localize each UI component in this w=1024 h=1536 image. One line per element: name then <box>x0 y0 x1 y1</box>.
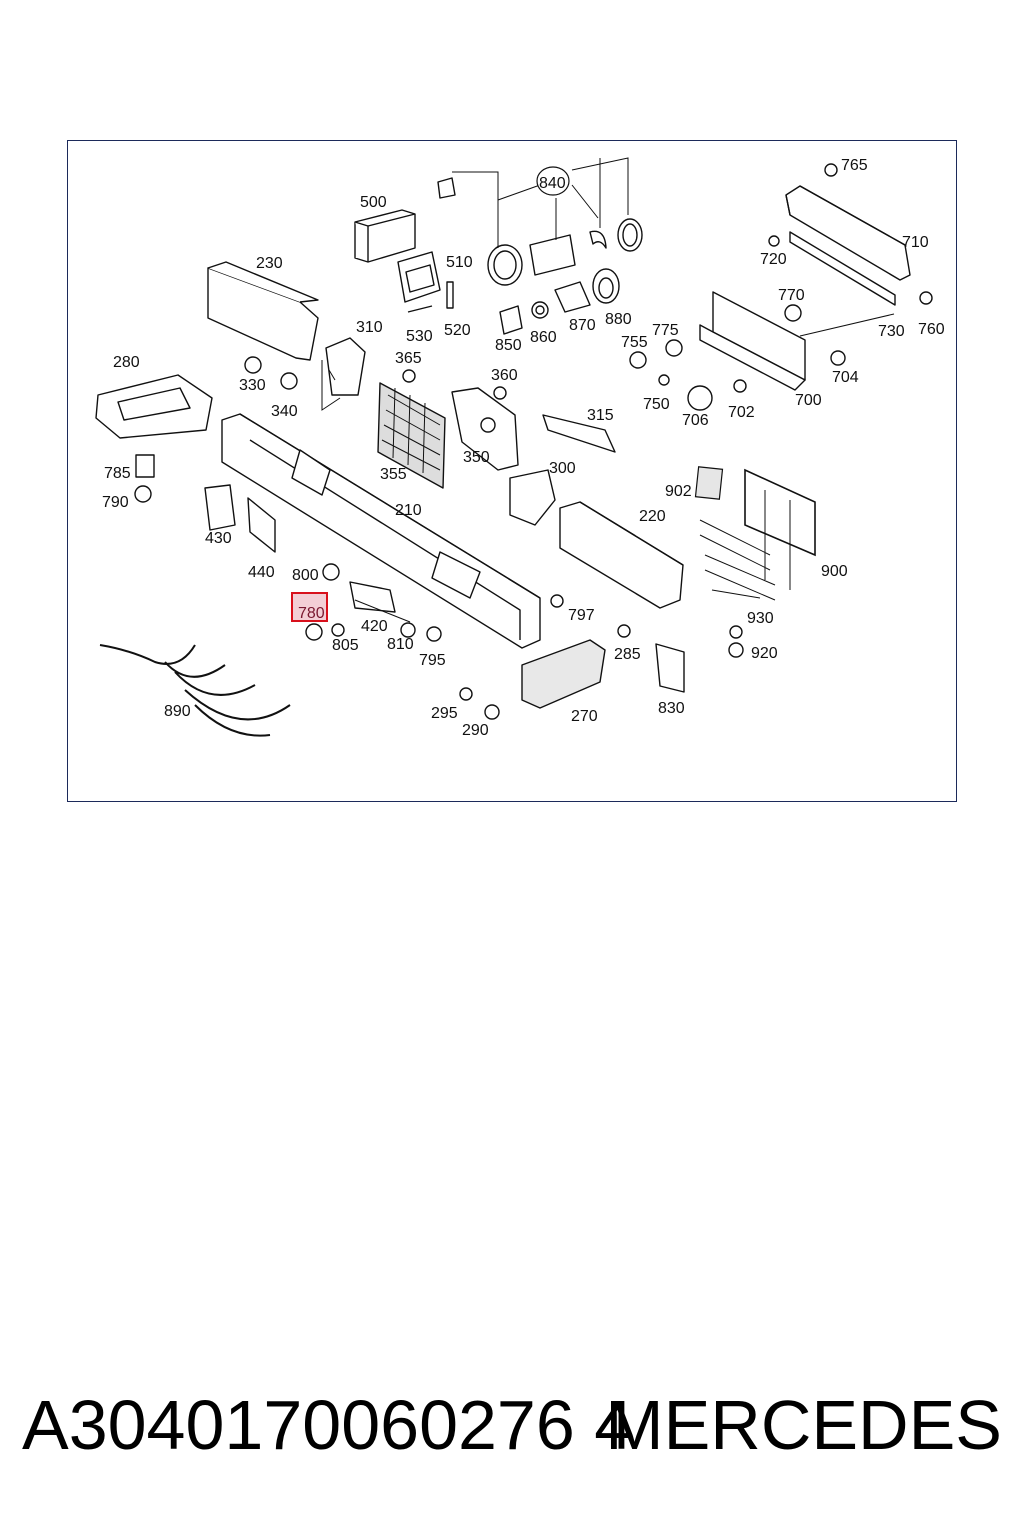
callout-340: 340 <box>271 403 298 420</box>
part-220-duct <box>559 501 684 609</box>
callout-800: 800 <box>292 567 319 584</box>
callout-labels: 765 840 500 710 720 230 510 880 870 860 … <box>102 157 945 739</box>
part-355-grille <box>377 382 446 489</box>
callout-285: 285 <box>614 646 641 663</box>
highlight-box-780[interactable] <box>291 592 328 622</box>
callout-785: 785 <box>104 465 131 482</box>
callout-797: 797 <box>568 607 595 624</box>
brand-name: MERCEDES <box>605 1386 1002 1464</box>
part-210-beam <box>221 413 541 649</box>
callout-360: 360 <box>491 367 518 384</box>
part-270-endcap <box>521 639 606 709</box>
callout-790: 790 <box>102 494 129 511</box>
callout-355: 355 <box>380 466 407 483</box>
callout-710: 710 <box>902 234 929 251</box>
callout-704: 704 <box>832 369 859 386</box>
callout-310: 310 <box>356 319 383 336</box>
part-440-bracket <box>247 497 276 553</box>
callout-365: 365 <box>395 350 422 367</box>
part-310-cover <box>325 337 366 396</box>
part-730-strip <box>789 231 896 306</box>
callout-290: 290 <box>462 722 489 739</box>
callout-750: 750 <box>643 396 670 413</box>
part-902-label <box>694 466 724 500</box>
part-315-strip <box>542 414 616 453</box>
callout-860: 860 <box>530 329 557 346</box>
callout-805: 805 <box>332 637 359 654</box>
part-710-trim <box>785 185 911 281</box>
callout-350: 350 <box>463 449 490 466</box>
fasteners <box>134 163 933 720</box>
callout-440: 440 <box>248 564 275 581</box>
callout-880: 880 <box>605 311 632 328</box>
callout-930: 930 <box>747 610 774 627</box>
callout-900: 900 <box>821 563 848 580</box>
callout-210: 210 <box>395 502 422 519</box>
callout-830: 830 <box>658 700 685 717</box>
callout-700: 700 <box>795 392 822 409</box>
callout-920: 920 <box>751 645 778 662</box>
part-870-880-connectors <box>499 268 620 335</box>
callout-510: 510 <box>446 254 473 271</box>
callout-810: 810 <box>387 636 414 653</box>
part-890-harness <box>99 644 291 737</box>
callout-890: 890 <box>164 703 191 720</box>
leader-lines <box>321 157 895 623</box>
callout-300: 300 <box>549 460 576 477</box>
callout-330: 330 <box>239 377 266 394</box>
part-840-clamps <box>437 177 643 286</box>
part-500-module <box>354 209 416 263</box>
callout-315: 315 <box>587 407 614 424</box>
callout-902: 902 <box>665 483 692 500</box>
part-430-bracket <box>204 484 236 531</box>
callout-530: 530 <box>406 328 433 345</box>
part-700-bracket <box>699 291 806 391</box>
callout-730: 730 <box>878 323 905 340</box>
callout-220: 220 <box>639 508 666 525</box>
part-300-cover <box>509 469 556 526</box>
callout-230: 230 <box>256 255 283 272</box>
part-510-bracket <box>397 251 454 313</box>
callout-765: 765 <box>841 157 868 174</box>
callout-770: 770 <box>778 287 805 304</box>
callout-702: 702 <box>728 404 755 421</box>
callout-520: 520 <box>444 322 471 339</box>
callout-295: 295 <box>431 705 458 722</box>
callout-795: 795 <box>419 652 446 669</box>
part-230-duct <box>207 261 319 361</box>
part-350-plate <box>451 387 519 471</box>
callout-280: 280 <box>113 354 140 371</box>
part-900-rack <box>699 468 816 601</box>
part-number: A3040170060276 4 <box>22 1386 634 1464</box>
diagram-frame <box>67 140 957 802</box>
callout-270: 270 <box>571 708 598 725</box>
callout-706: 706 <box>682 412 709 429</box>
callout-760: 760 <box>918 321 945 338</box>
part-830-panel <box>655 643 685 693</box>
callout-500: 500 <box>360 194 387 211</box>
callout-775: 775 <box>652 322 679 339</box>
callout-755: 755 <box>621 334 648 351</box>
callout-840: 840 <box>539 175 566 192</box>
callout-430: 430 <box>205 530 232 547</box>
callout-420: 420 <box>361 618 388 635</box>
callout-780[interactable]: 780 <box>298 605 325 622</box>
callout-720: 720 <box>760 251 787 268</box>
callout-850: 850 <box>495 337 522 354</box>
callout-870: 870 <box>569 317 596 334</box>
part-280-endcap <box>95 374 213 439</box>
part-420-plate <box>349 581 396 613</box>
